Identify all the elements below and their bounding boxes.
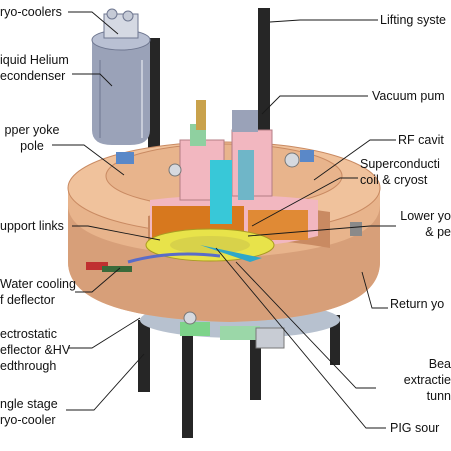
- lifting-pillar-right: [258, 8, 270, 158]
- leader-support-links: [72, 225, 161, 241]
- lifting-pillar-left: [148, 38, 160, 158]
- leader-superconducting: [251, 177, 358, 227]
- leader-pig-source: [215, 247, 386, 429]
- leg-front-right: [250, 330, 261, 400]
- top-superstructure: [116, 100, 314, 224]
- leader-rf-cavity: [313, 139, 396, 181]
- leg-front-center: [182, 330, 193, 438]
- label-rf-cavity: RF cavit: [398, 133, 444, 147]
- label-superconducting: Superconducti coil & cryost: [360, 157, 440, 187]
- label-return-yoke: Return yo: [390, 297, 445, 311]
- label-single-stage: ngle stage ryo-cooler: [0, 397, 58, 427]
- label-pig-source: PIG sour: [390, 421, 440, 435]
- leader-water-cooling: [75, 267, 121, 293]
- leader-upper-yoke: [52, 144, 125, 176]
- label-liquid-helium: iquid Helium econdenser: [0, 53, 69, 83]
- support-pillars: [138, 8, 340, 438]
- leader-liquid-helium: [72, 73, 113, 87]
- leader-beam-extraction: [235, 261, 376, 389]
- leader-return-yoke: [361, 271, 388, 309]
- label-electrostatic: ectrostatic eflector &HV edthrough: [0, 327, 71, 373]
- cutaway-interior: [127, 195, 318, 264]
- leader-cryo-coolers: [68, 11, 119, 35]
- leader-lifting-system: [269, 19, 378, 23]
- label-upper-yoke: pper yoke pole: [4, 123, 60, 153]
- helium-dewar: [91, 8, 151, 145]
- label-beam-extraction: Bea extractie tunn: [403, 357, 451, 403]
- leader-lower-yoke: [247, 225, 396, 237]
- label-support-links: upport links: [0, 219, 64, 233]
- leader-electrostatic: [68, 317, 141, 349]
- front-fittings: [86, 222, 362, 349]
- leader-lines: [52, 11, 396, 429]
- label-lifting-system: Lifting syste: [380, 13, 447, 27]
- label-vacuum-pump: Vacuum pum: [372, 89, 445, 103]
- leg-front-left: [138, 320, 150, 392]
- leg-back-right: [330, 315, 340, 365]
- label-water-cooling: Water cooling f deflector: [0, 277, 76, 307]
- label-lower-yoke: Lower yo & pe: [400, 209, 451, 239]
- leader-single-stage: [66, 353, 145, 411]
- leader-vacuum-pump: [261, 95, 368, 115]
- label-cryo-coolers: ryo-coolers: [0, 5, 62, 19]
